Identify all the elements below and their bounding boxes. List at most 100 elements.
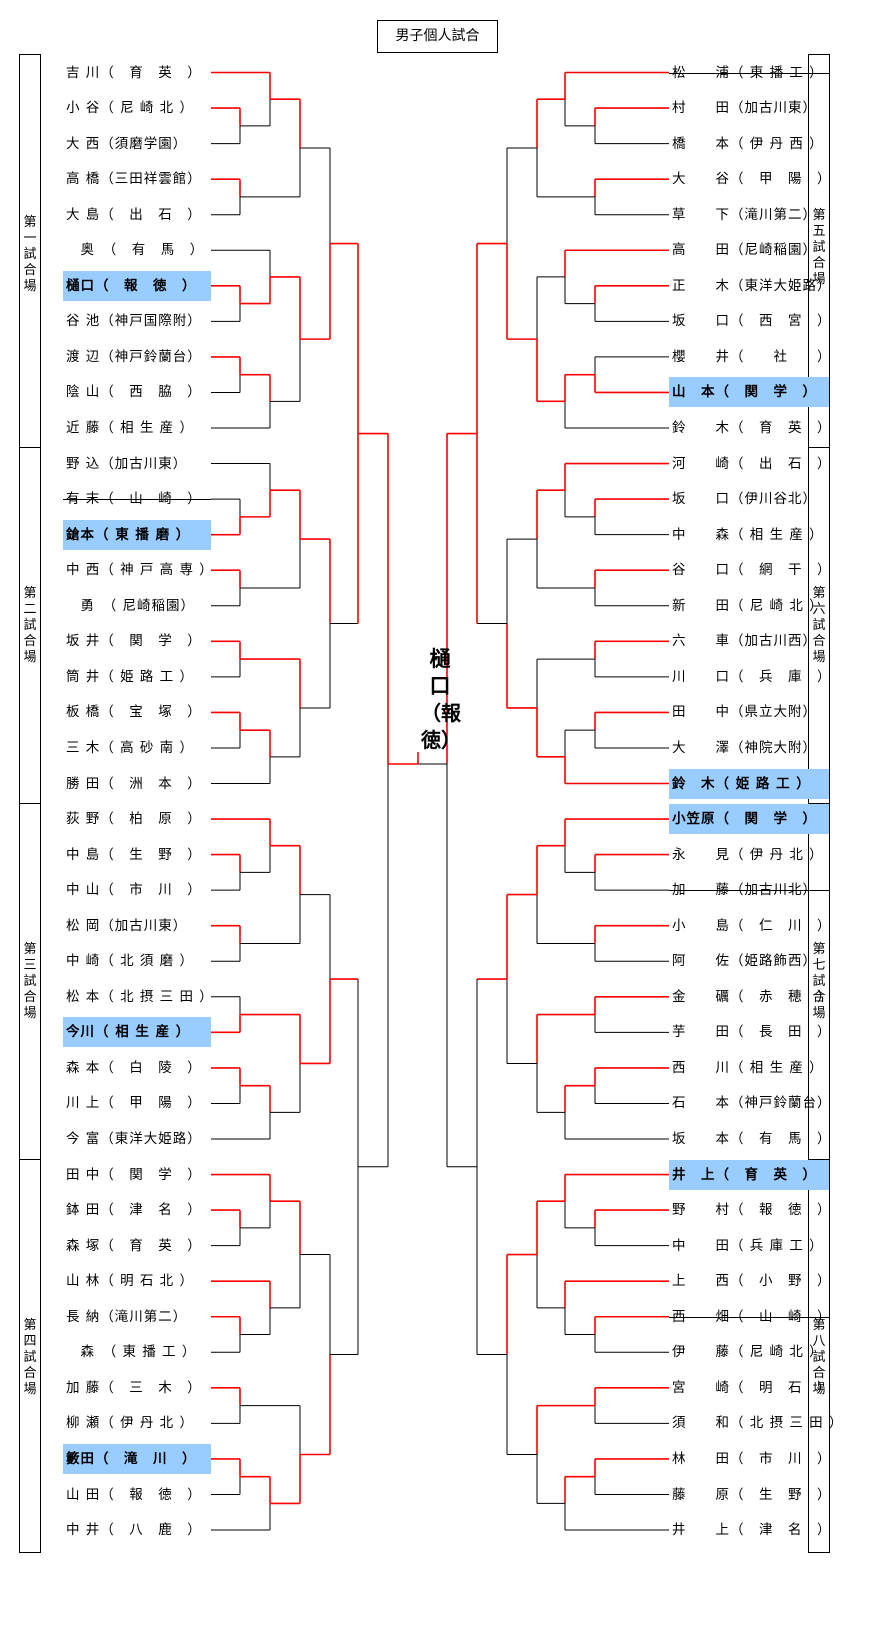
right-player-42: 井 上（ 津 名 ） <box>672 1522 832 1539</box>
right-player-25: 小 島（ 仁 川 ） <box>672 917 832 934</box>
right-player-23: 永 見（ 伊 丹 北 ） <box>672 846 824 863</box>
venue-label-5: 第 五 試 合 場 <box>812 208 826 287</box>
right-player-15: 谷 口（ 網 干 ） <box>672 562 832 579</box>
venue-label-4: 第 四 試 合 場 <box>23 1318 37 1397</box>
left-player-16: 勇 （ 尼崎稲園） <box>66 597 196 614</box>
venue-column-1: 第 一 試 合 場 <box>19 54 41 448</box>
venue-label-6: 第 六 試 合 場 <box>812 586 826 665</box>
right-player-22: 小笠原（ 関 学 ） <box>669 804 829 835</box>
left-player-2: 小 谷（ 尼 崎 北 ） <box>66 100 194 117</box>
right-player-17: 六 車（加古川西） <box>672 633 817 650</box>
left-player-38: 加 藤（ 三 木 ） <box>66 1379 202 1396</box>
left-player-18: 筒 井（ 姫 路 工 ） <box>66 668 194 685</box>
right-player-41: 藤 原（ 生 野 ） <box>672 1486 832 1503</box>
left-player-20: 三 木（ 高 砂 南 ） <box>66 739 194 756</box>
left-player-11: 近 藤（ 相 生 産 ） <box>66 420 194 436</box>
left-player-1: 吉 川（ 育 英 ） <box>66 64 202 81</box>
left-player-12: 野 込（加古川東） <box>66 455 188 472</box>
left-player-29: 森 本（ 白 陵 ） <box>66 1059 202 1076</box>
right-player-2: 村 田（加古川東） <box>672 100 817 117</box>
right-player-33: 野 村（ 報 徳 ） <box>672 1202 832 1219</box>
right-player-8: 坂 口（ 西 宮 ） <box>672 313 832 330</box>
right-player-13: 坂 口（伊川谷北） <box>672 491 817 508</box>
right-player-31: 坂 本（ 有 馬 ） <box>672 1131 832 1147</box>
left-player-32: 田 中（ 関 学 ） <box>66 1166 202 1183</box>
left-player-9: 渡 辺（神戸鈴蘭台） <box>66 348 202 365</box>
right-player-24: 加 藤（加古川北） <box>669 875 829 905</box>
right-player-39: 須 和（ 北 摂 三 田 ） <box>672 1415 844 1432</box>
bracket-title: 男子個人試合 <box>377 20 498 53</box>
left-player-8: 谷 池（神戸国際附） <box>66 313 202 330</box>
left-player-19: 板 橋（ 宝 塚 ） <box>66 704 202 721</box>
left-player-7: 樋口（ 報 徳 ） <box>63 270 211 301</box>
champion-name: 樋口 <box>429 647 451 698</box>
left-player-25: 松 岡（加古川東） <box>66 917 188 934</box>
right-player-21: 鈴 木（ 姫 路 工 ） <box>669 768 829 799</box>
venue-column-4: 第 四 試 合 場 <box>19 1159 41 1553</box>
venue-label-3: 第 三 試 合 場 <box>23 942 37 1021</box>
left-player-35: 山 林（ 明 石 北 ） <box>66 1273 194 1290</box>
right-player-29: 西 川（ 相 生 産 ） <box>672 1059 824 1076</box>
venue-label-2: 第 二 試 合 場 <box>23 586 37 665</box>
left-player-28: 今川（ 相 生 産 ） <box>63 1017 211 1048</box>
left-player-41: 山 田（ 報 徳 ） <box>66 1486 202 1503</box>
venue-label-8: 第 八 試 合 場 <box>812 1318 826 1397</box>
left-player-21: 勝 田（ 洲 本 ） <box>66 775 202 792</box>
right-player-30: 石 本（神戸鈴蘭台） <box>672 1095 832 1112</box>
right-player-38: 宮 崎（ 明 石 ） <box>672 1379 832 1396</box>
venue-label-7: 第 七 試 合 場 <box>812 942 826 1021</box>
left-player-30: 川 上（ 甲 陽 ） <box>66 1095 202 1112</box>
right-player-7: 正 木（東洋大姫路） <box>672 277 832 294</box>
right-player-9: 櫻 井（ 社 ） <box>672 348 832 365</box>
venue-column-2: 第 二 試 合 場 <box>19 447 41 804</box>
left-player-17: 坂 井（ 関 学 ） <box>66 633 202 650</box>
venue-column-7: 第 七 試 合 場 <box>808 803 830 1160</box>
right-player-6: 高 田（尼崎稲園） <box>672 242 817 259</box>
left-player-27: 松 本（ 北 摂 三 田 ） <box>66 988 214 1005</box>
right-player-32: 井 上（ 育 英 ） <box>669 1159 829 1190</box>
right-player-36: 西 畑（ 山 崎 ） <box>669 1302 831 1332</box>
left-player-40: 籔田（ 滝 川 ） <box>63 1443 211 1474</box>
right-player-3: 橋 本（ 伊 丹 西 ） <box>672 135 824 152</box>
left-player-6: 奥 （ 有 馬 ） <box>66 242 205 259</box>
right-player-11: 鈴 木（ 育 英 ） <box>672 420 832 436</box>
left-player-22: 荻 野（ 柏 原 ） <box>66 811 202 828</box>
right-player-4: 大 谷（ 甲 陽 ） <box>672 171 832 188</box>
left-player-15: 中 西（ 神 戸 高 専 ） <box>66 562 214 579</box>
venue-column-5: 第 五 試 合 場 <box>808 54 830 448</box>
champion-school: （報徳） <box>421 701 461 752</box>
left-player-23: 中 島（ 生 野 ） <box>66 846 202 863</box>
left-player-31: 今 富（東洋大姫路） <box>66 1131 202 1147</box>
right-player-1: 松 浦（ 東 播 工 ） <box>669 58 829 88</box>
right-player-28: 芋 田（ 長 田 ） <box>672 1024 832 1041</box>
left-player-42: 中 井（ 八 鹿 ） <box>66 1522 202 1539</box>
left-player-33: 鉢 田（ 津 名 ） <box>66 1202 202 1219</box>
right-player-14: 中 森（ 相 生 産 ） <box>672 526 824 543</box>
left-player-24: 中 山（ 市 川 ） <box>66 882 202 899</box>
right-player-20: 大 澤（神院大附） <box>672 739 817 756</box>
right-player-26: 阿 佐（姫路飾西） <box>672 953 817 970</box>
right-player-19: 田 中（県立大附） <box>672 704 817 721</box>
venue-column-8: 第 八 試 合 場 <box>808 1159 830 1553</box>
venue-column-3: 第 三 試 合 場 <box>19 803 41 1160</box>
right-player-5: 草 下（滝川第二） <box>672 206 817 223</box>
right-player-16: 新 田（ 尼 崎 北 ） <box>672 597 824 614</box>
right-player-12: 河 崎（ 出 石 ） <box>672 455 832 472</box>
left-player-4: 高 橋（三田祥雲館） <box>66 171 202 188</box>
champion-label: 樋口 （報徳） <box>421 646 461 754</box>
left-player-10: 陰 山（ 西 脇 ） <box>66 384 202 401</box>
right-player-34: 中 田（ 兵 庫 工 ） <box>672 1237 824 1254</box>
left-player-5: 大 島（ 出 石 ） <box>66 206 202 223</box>
left-player-13: 有 末（ 山 崎 ） <box>63 484 211 514</box>
left-player-39: 柳 瀬（ 伊 丹 北 ） <box>66 1415 194 1432</box>
left-player-26: 中 崎（ 北 須 磨 ） <box>66 953 194 970</box>
left-player-14: 鎗本（ 東 播 磨 ） <box>63 519 211 550</box>
right-player-35: 上 西（ 小 野 ） <box>672 1273 832 1290</box>
right-player-18: 川 口（ 兵 庫 ） <box>672 668 832 685</box>
venue-label-1: 第 一 試 合 場 <box>23 215 37 294</box>
left-player-36: 長 納（滝川第二） <box>66 1308 188 1325</box>
left-player-3: 大 西（須磨学園） <box>66 135 188 152</box>
right-player-10: 山 本（ 関 学 ） <box>669 377 829 408</box>
right-player-37: 伊 藤（ 尼 崎 北 ） <box>672 1344 824 1361</box>
